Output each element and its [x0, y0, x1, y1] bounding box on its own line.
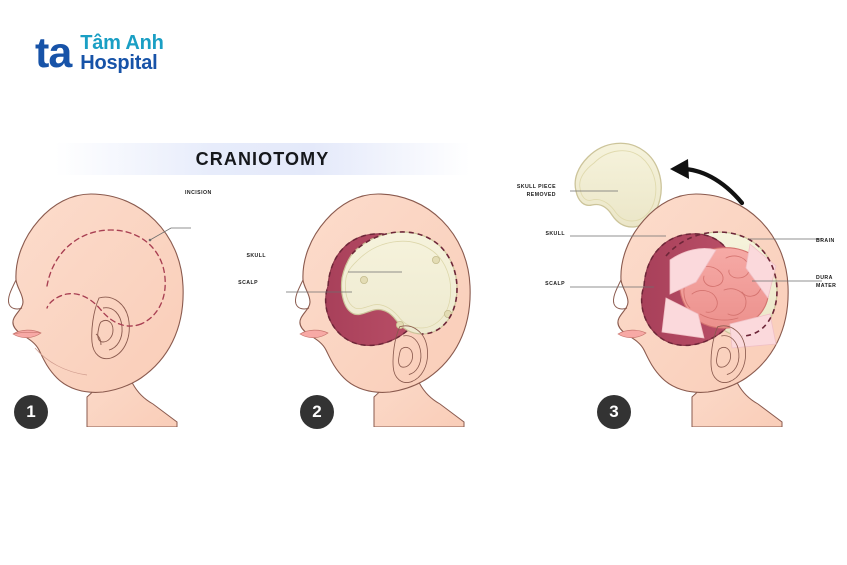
step-badge-2: 2: [300, 395, 334, 429]
removed-skull-piece: [574, 142, 662, 228]
label-skull-step2: SKULL: [246, 253, 266, 259]
logo-mark: ta: [35, 28, 72, 77]
label-scalp-step2: SCALP: [238, 280, 258, 286]
exposed-skull: [340, 231, 458, 335]
logo-line-1: Tâm Anh: [80, 32, 164, 54]
arrow-icon: [670, 159, 745, 206]
step-badge-1: 1: [14, 395, 48, 429]
step-3-illustration: [570, 142, 822, 427]
label-skull-step3: SKULL: [545, 231, 565, 237]
dura-mater: [661, 243, 777, 349]
label-brain: BRAIN: [816, 238, 835, 244]
ear-outline: [91, 296, 130, 360]
step-badge-3: 3: [597, 395, 631, 429]
title-banner: CRANIOTOMY: [55, 143, 470, 175]
incision-dashed-line: [46, 229, 166, 327]
ear-outline: [392, 325, 428, 383]
step-2-illustration: [286, 193, 471, 427]
logo-line-2: Hospital: [80, 52, 158, 75]
label-skull-piece-removed: SKULL PIECE REMOVED: [516, 184, 556, 198]
ear-outline: [710, 325, 746, 383]
label-scalp-step3: SCALP: [545, 281, 565, 287]
label-dura-mater: DURA MATER: [816, 275, 837, 289]
step-1-illustration: [8, 193, 191, 427]
page-title: CRANIOTOMY: [195, 148, 330, 169]
logo-wordmark: Tâm Anh Hospital: [80, 32, 164, 75]
hospital-logo: ta Tâm Anh Hospital: [35, 28, 164, 77]
label-incision: INCISION: [185, 190, 212, 196]
